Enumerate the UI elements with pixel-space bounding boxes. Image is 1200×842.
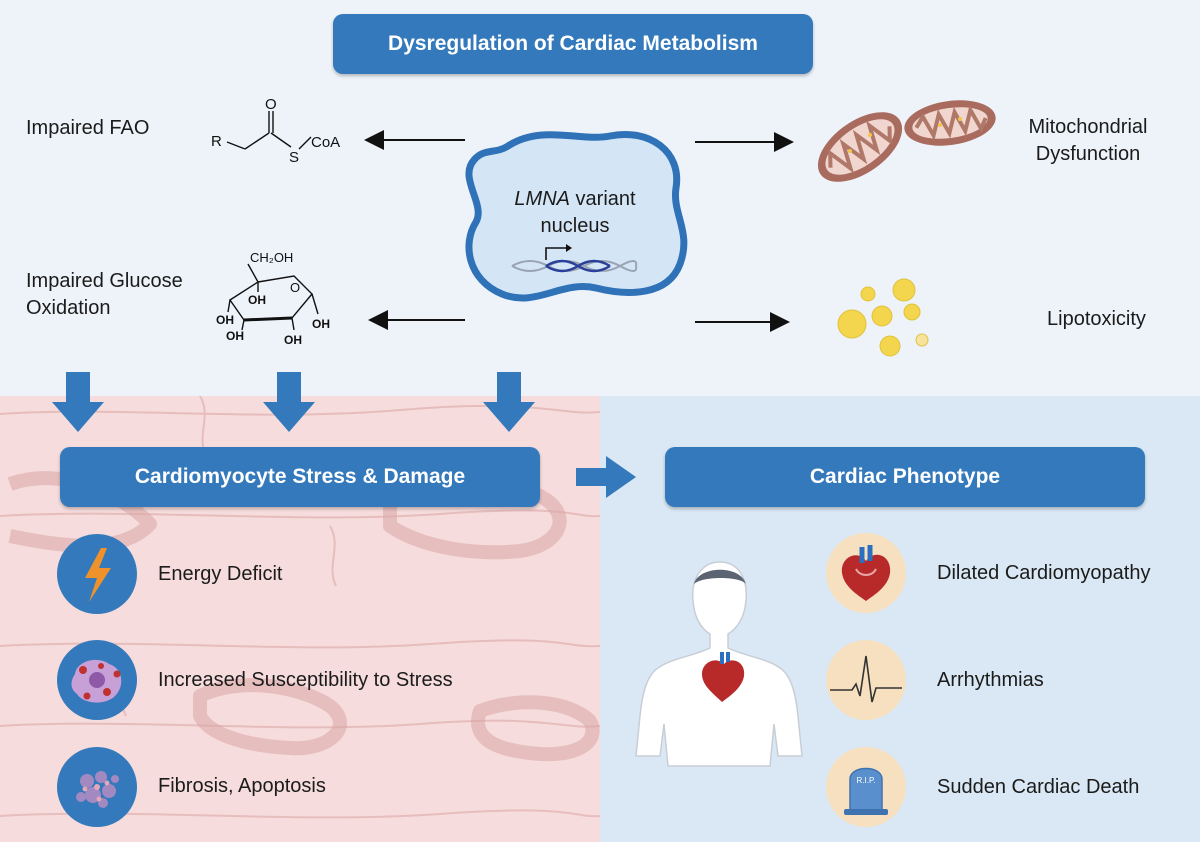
ecg-icon <box>826 640 906 720</box>
down-arrow-3 <box>483 372 535 432</box>
gravestone-icon: R.I.P. <box>826 747 906 827</box>
lipotoxicity-label: Lipotoxicity <box>1047 308 1146 330</box>
svg-text:CoA: CoA <box>311 134 340 151</box>
stress-header: Cardiomyocyte Stress & Damage <box>60 447 540 507</box>
lipid-droplets-icon <box>837 278 929 357</box>
heart-icon <box>826 533 906 613</box>
svg-text:CH₂OH: CH₂OH <box>250 250 293 265</box>
svg-text:OH: OH <box>248 293 266 307</box>
phenotype-item-arrhythmias: Arrhythmias <box>937 669 1044 691</box>
mitochondrial-dysfunction-label: Mitochondrial Dysfunction <box>1028 116 1148 165</box>
svg-text:OH: OH <box>216 313 234 327</box>
human-body-icon <box>635 561 803 767</box>
down-arrow-2 <box>263 372 315 432</box>
glucose-structure-icon: CH₂OH O OH OH OH OH OH <box>216 250 330 347</box>
mitochondria-icon <box>817 100 996 182</box>
body-heart-icon <box>702 652 745 702</box>
nucleus-label: LMNA variant nucleus <box>514 188 636 237</box>
phenotype-item-scd: Sudden Cardiac Death <box>937 776 1140 798</box>
svg-text:R.I.P.: R.I.P. <box>857 776 876 785</box>
stress-item-fibrosis: Fibrosis, Apoptosis <box>158 775 326 797</box>
lightning-bolt-icon <box>57 534 137 614</box>
impaired-fao-label: Impaired FAO <box>26 117 150 139</box>
stress-item-energy-deficit: Energy Deficit <box>158 563 283 585</box>
svg-text:O: O <box>265 96 277 113</box>
svg-text:R: R <box>211 133 222 150</box>
pathway-arrows <box>364 130 794 332</box>
svg-text:OH: OH <box>284 333 302 347</box>
acyl-coa-structure-icon: R O S CoA <box>211 96 340 166</box>
stressed-cell-icon <box>57 640 137 720</box>
down-arrows <box>52 372 535 432</box>
stress-item-susceptibility: Increased Susceptibility to Stress <box>158 669 453 691</box>
impaired-glucose-label: Impaired Glucose Oxidation <box>26 270 183 319</box>
metabolism-header: Dysregulation of Cardiac Metabolism <box>333 14 813 74</box>
fibrosis-icon <box>57 747 137 827</box>
svg-text:S: S <box>289 149 299 166</box>
down-arrow-1 <box>52 372 104 432</box>
phenotype-header: Cardiac Phenotype <box>665 447 1145 507</box>
right-arrow <box>576 456 636 498</box>
nucleus-icon <box>465 131 688 302</box>
svg-text:OH: OH <box>226 329 244 343</box>
svg-text:OH: OH <box>312 317 330 331</box>
svg-text:O: O <box>290 280 300 295</box>
dna-icon <box>511 244 638 273</box>
phenotype-item-dcm: Dilated Cardiomyopathy <box>937 562 1151 584</box>
